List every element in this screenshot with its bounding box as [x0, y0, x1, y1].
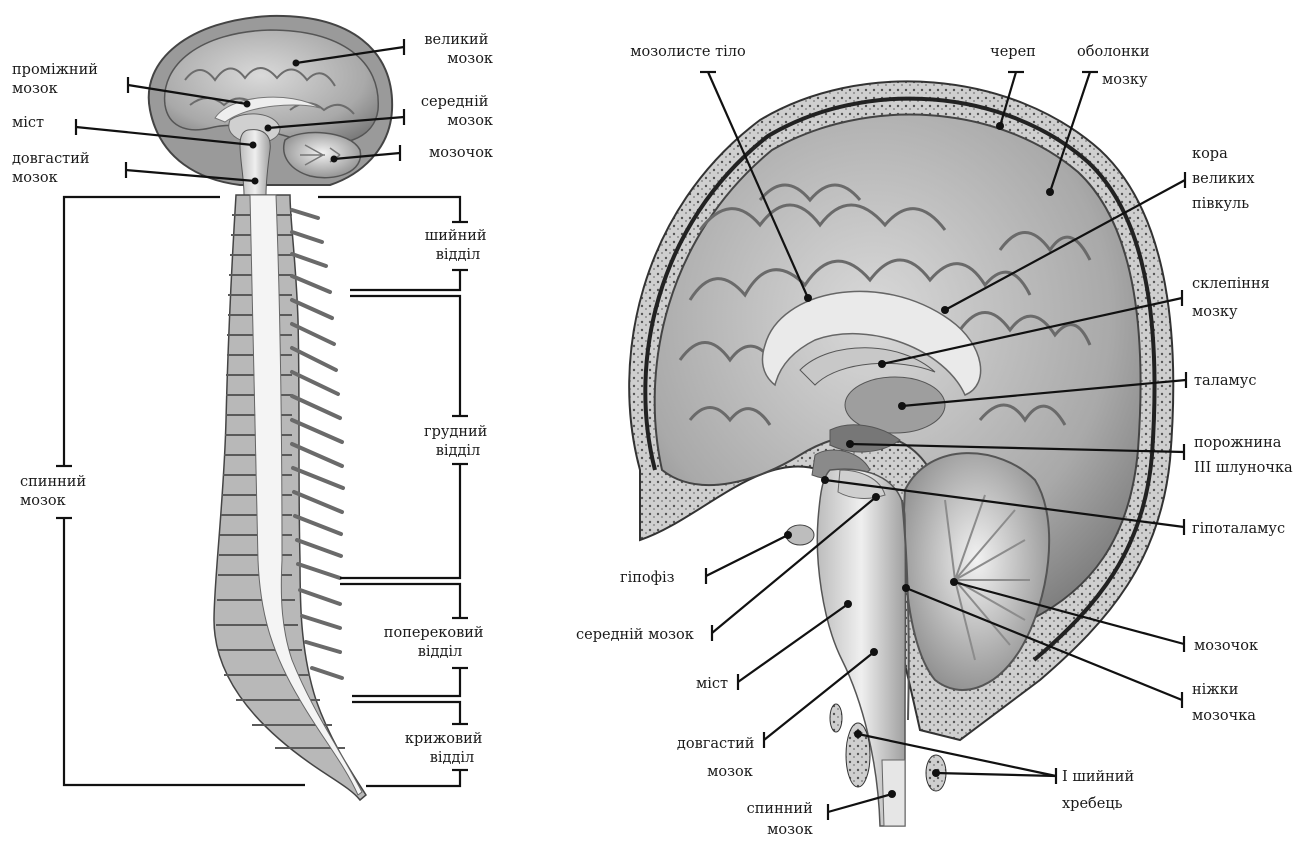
leader-mist-right	[738, 604, 848, 682]
dot-mist-right	[844, 600, 852, 608]
label-shyinyi-viddil: шийний відділ	[425, 228, 491, 263]
dot-seredniy-mozok-right	[872, 493, 880, 501]
dot-cherep	[996, 122, 1004, 130]
dot-talamus	[898, 402, 906, 410]
dot-mist-left	[250, 142, 257, 149]
label-poperekovyi-viddil: поперековий відділ	[384, 625, 488, 660]
bracket-thoracic-top	[350, 296, 460, 416]
right-brain-section-figure	[629, 81, 1173, 826]
label-velykyi-mozok: великий мозок	[424, 32, 493, 67]
label-hipotalamus: гіпоталамус	[1192, 521, 1285, 537]
left-spinal-column	[214, 195, 366, 800]
dot-nizhky	[902, 584, 910, 592]
left-brainstem	[240, 130, 270, 195]
label-mozochok-left: мозочок	[429, 145, 493, 161]
dot-porozhnyna	[846, 440, 854, 448]
dot-spynnyi-mozok-right	[888, 790, 896, 798]
dot-kora	[941, 306, 949, 314]
dot-promizhnyi-mozok	[244, 101, 251, 108]
label-obolonky-mozku: оболонки мозку	[1077, 44, 1154, 88]
dot-sklepinnia	[878, 360, 886, 368]
label-seredniy-mozok-left: середній мозок	[421, 94, 493, 129]
label-spynnyi-mozok-right: спинний мозок	[747, 801, 818, 836]
dot-khrebets-a	[854, 730, 862, 738]
label-mist-right: міст	[696, 676, 728, 692]
dot-dovhastyi-mozok-left	[252, 178, 259, 185]
bracket-spinal-top	[64, 197, 220, 466]
label-dovhastyi-mozok-left: довгастий мозок	[12, 151, 94, 186]
label-nizhky: ніжки мозочка	[1192, 682, 1256, 724]
dot-mozoliste-tilo	[804, 294, 812, 302]
label-cherep: череп	[990, 44, 1036, 60]
label-spynnyi-mozok-left: спинний мозок	[20, 474, 91, 509]
label-hipofiz: гіпофіз	[620, 570, 675, 586]
bracket-cervical-bottom	[350, 270, 460, 290]
label-shyinyi-khrebets: I шийний хребець	[1062, 769, 1139, 812]
dot-obolonky	[1046, 188, 1054, 196]
dot-velykyi-mozok	[293, 60, 300, 67]
bracket-sacral-bottom	[366, 770, 460, 786]
dot-hipofiz	[784, 531, 792, 539]
bracket-sacral-top	[352, 702, 460, 724]
label-promizhnyi-mozok: проміжний мозок	[12, 62, 103, 97]
leader-hipofiz	[706, 535, 788, 576]
dot-seredniy-mozok-left	[265, 125, 272, 132]
dot-mozochok-right	[950, 578, 958, 586]
label-seredniy-mozok-right: середній мозок	[576, 627, 694, 643]
label-sklepinnia: склепіння мозку	[1192, 276, 1274, 320]
label-dovhastyi-mozok-right: довгастий мозок	[677, 736, 759, 780]
dot-hipotalamus	[821, 476, 829, 484]
dot-khrebets-b	[932, 769, 940, 777]
label-hrudnyi-viddil: грудний відділ	[424, 424, 492, 459]
bracket-cervical-top	[318, 197, 460, 222]
label-mozochok-right: мозочок	[1194, 638, 1258, 654]
leader-khrebets-b	[936, 773, 1056, 776]
label-mist-left: міст	[12, 115, 44, 131]
bracket-thoracic-bottom	[340, 464, 460, 578]
label-kora: кора великих півкуль	[1192, 146, 1259, 212]
label-porozhnyna: порожнина III шлуночка	[1194, 435, 1293, 476]
label-mozoliste-tilo: мозолисте тіло	[630, 44, 745, 60]
left-brain-spine-figure	[149, 16, 392, 800]
right-cervical-vertebra-small	[830, 704, 842, 732]
bracket-lumbar-bottom	[352, 668, 460, 696]
dot-dovhastyi-mozok-right	[870, 648, 878, 656]
dot-mozochok-left	[331, 156, 338, 163]
bracket-lumbar-top	[340, 584, 460, 618]
label-talamus: таламус	[1194, 373, 1256, 389]
label-kryzhovyi-viddil: крижовий відділ	[405, 731, 487, 766]
